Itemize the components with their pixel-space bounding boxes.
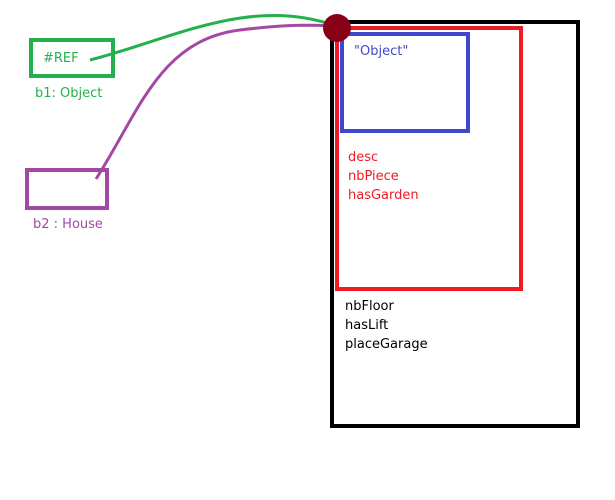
outer-field-list: nbFloor hasLift placeGarage — [345, 297, 428, 354]
b1-ref-value: #REF — [43, 51, 79, 66]
object-part-label: "Object" — [354, 44, 409, 59]
house-part-box — [335, 26, 523, 291]
b2-caption: b2 : House — [33, 217, 103, 232]
b1-variable-box: #REF — [29, 38, 115, 78]
outer-field: hasLift — [345, 318, 389, 333]
house-field: desc — [348, 150, 379, 165]
house-field: hasGarden — [348, 188, 419, 203]
outer-object-box — [330, 20, 580, 428]
b2-variable-box — [25, 168, 109, 210]
b2-reference-curve — [94, 23, 337, 180]
house-field: nbPiece — [348, 169, 399, 184]
house-field-list: desc nbPiece hasGarden — [348, 148, 419, 205]
outer-field: placeGarage — [345, 337, 428, 352]
outer-field: nbFloor — [345, 299, 394, 314]
b1-caption: b1: Object — [35, 86, 103, 101]
b1-reference-curve — [89, 13, 337, 62]
object-part-box: "Object" — [340, 32, 470, 133]
